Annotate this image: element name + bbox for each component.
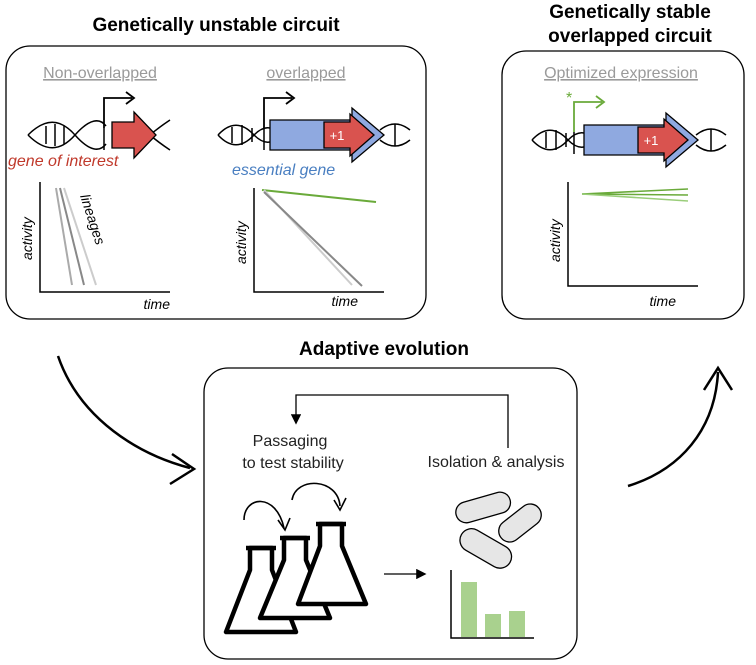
analysis-bar-3	[509, 611, 525, 637]
bacterium-2	[498, 503, 542, 543]
essential-gene-label: essential gene	[232, 162, 335, 179]
stable-title-line2: overlapped circuit	[548, 26, 712, 47]
bacteria-icons	[455, 491, 542, 569]
adaptive-panel	[203, 367, 578, 660]
unstable-panel	[5, 45, 427, 320]
gene-arrow-optimized	[637, 117, 689, 163]
passage-arrow-1	[243, 500, 291, 532]
lineages-label: lineages	[77, 192, 108, 247]
dna-helix-overlapped	[217, 123, 411, 147]
plot-non-overlapped: time activity lineages	[19, 182, 170, 312]
frameshift-label-optimized: +1	[644, 133, 659, 148]
y-axis-label-3: activity	[547, 218, 563, 262]
overlapped-gene-arrow	[323, 112, 375, 158]
promoter-mutation-mark: *	[566, 90, 572, 107]
stable-panel	[501, 50, 745, 320]
adaptive-title: Adaptive evolution	[299, 339, 469, 360]
x-axis-label-2: time	[332, 293, 359, 309]
unstable-lineage-line-2	[263, 191, 363, 287]
overlapped-subtitle: overlapped	[266, 65, 345, 82]
stable-lineage-line	[261, 189, 377, 203]
y-axis-label-1: activity	[19, 216, 35, 260]
non-overlapped-subtitle: Non-overlapped	[43, 65, 157, 82]
passaging-label-line2: to test stability	[242, 455, 343, 472]
x-axis-label-3: time	[650, 293, 677, 309]
lineage-line-1	[55, 187, 73, 286]
isolation-label: Isolation & analysis	[428, 454, 565, 471]
flow-arrow-right	[627, 365, 734, 488]
flow-arrow-left	[56, 355, 197, 486]
passaging-label-line1: Passaging	[253, 433, 328, 450]
promoter-optimized	[573, 95, 606, 154]
y-axis-label-2: activity	[233, 220, 249, 264]
promoter-non-overlapped	[103, 91, 136, 150]
frameshift-label-overlapped: +1	[330, 128, 345, 143]
analysis-bar-2	[485, 614, 501, 637]
x-axis-label-1: time	[144, 296, 171, 312]
gene-of-interest-label: gene of interest	[8, 153, 119, 170]
gene-of-interest-arrow	[111, 110, 157, 160]
passage-arrow-2	[291, 482, 347, 512]
lineage-line-2	[59, 187, 85, 286]
optimized-subtitle: Optimized expression	[544, 65, 698, 82]
feedback-loop-arrow	[290, 394, 509, 448]
flask-icon-3	[295, 521, 369, 607]
promoter-overlapped	[263, 91, 296, 150]
plot-overlapped: time activity	[233, 188, 384, 309]
lineage-line-3	[63, 187, 97, 286]
unstable-title: Genetically unstable circuit	[92, 15, 340, 36]
analysis-bar-chart	[450, 570, 534, 639]
bacterium-3	[459, 528, 513, 569]
bacterium-1	[455, 491, 512, 524]
plot-optimized: time activity	[547, 182, 698, 309]
analysis-bar-1	[461, 582, 477, 637]
dna-helix-optimized	[531, 128, 727, 152]
stable-title-line1: Genetically stable	[549, 2, 711, 23]
